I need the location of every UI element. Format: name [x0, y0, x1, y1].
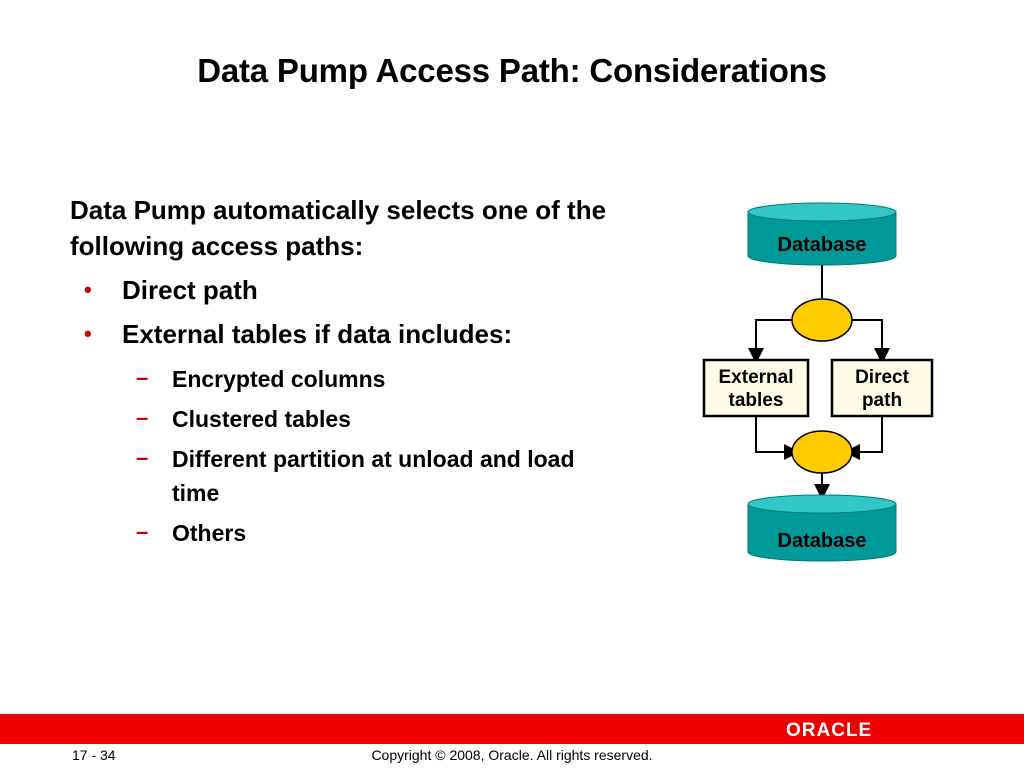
top-database-cylinder: Database: [747, 202, 897, 266]
footer-bar: [0, 714, 1024, 744]
oracle-logo: ORACLE: [786, 720, 872, 739]
external-tables-box: External tables: [702, 358, 810, 418]
subitem-others: – Others: [70, 516, 622, 550]
access-path-diagram: Database External tables Direct path Dat…: [702, 202, 934, 562]
dash-icon: –: [136, 445, 149, 470]
bullet-external-tables: • External tables if data includes:: [70, 318, 680, 350]
top-database-label: Database: [778, 234, 867, 256]
merge-right-arrow: [844, 416, 883, 460]
subitem-text: Clustered tables: [172, 406, 351, 432]
dash-icon: –: [136, 365, 149, 390]
subitem-encrypted-columns: – Encrypted columns: [70, 362, 622, 396]
dash-icon: –: [136, 405, 149, 430]
bullet-text: Direct path: [122, 275, 258, 305]
intro-text: Data Pump automatically selects one of t…: [70, 195, 607, 261]
bottom-database-label: Database: [778, 530, 867, 552]
bullet-direct-path: • Direct path: [70, 274, 680, 306]
external-box-line-2: tables: [729, 390, 784, 411]
bullet-dot-icon: •: [84, 321, 92, 346]
bullet-dot-icon: •: [84, 277, 92, 302]
dash-icon: –: [136, 519, 149, 544]
merge-left-arrow: [755, 416, 800, 460]
direct-path-box: Direct path: [830, 358, 934, 418]
branch-right-arrow: [852, 319, 890, 364]
bullet-text: External tables if data includes:: [122, 319, 513, 349]
bottom-database-cylinder: Database: [747, 494, 897, 562]
subitem-text: Different partition at unload and load t…: [172, 446, 575, 506]
direct-box-line-2: path: [862, 390, 902, 411]
direct-box-line-1: Direct: [855, 367, 910, 388]
subitem-different-partition: – Different partition at unload and load…: [70, 442, 622, 510]
slide-title: Data Pump Access Path: Considerations: [197, 52, 827, 89]
subitem-text: Encrypted columns: [172, 366, 386, 392]
subitem-text: Others: [172, 520, 247, 546]
subitem-clustered-tables: – Clustered tables: [70, 402, 622, 436]
oracle-logo-text: ORACLE: [786, 720, 872, 739]
slide-content: Data Pump automatically selects one of t…: [70, 192, 680, 556]
slide-number: 17 - 34: [72, 747, 116, 763]
merge-node-icon: [791, 430, 853, 474]
external-box-line-1: External: [719, 367, 794, 388]
branch-left-arrow: [748, 319, 792, 364]
copyright-notice: Copyright © 2008, Oracle. All rights res…: [371, 747, 653, 763]
split-node-icon: [791, 298, 853, 342]
